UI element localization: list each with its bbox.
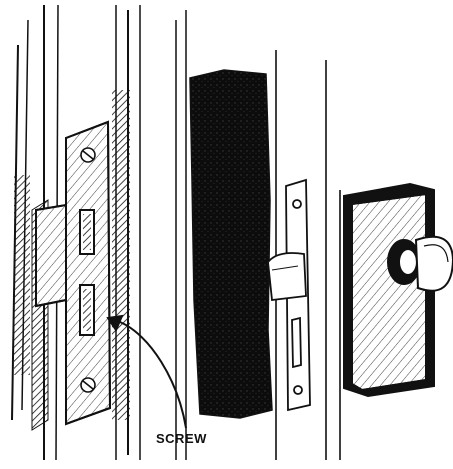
escutcheon-plate [344,184,434,396]
frame-divider [140,5,186,460]
door-knob-icon [388,237,453,291]
latch-faceplate [268,180,310,410]
screw-label: SCREW [156,431,207,446]
weatherstrip [190,70,272,418]
